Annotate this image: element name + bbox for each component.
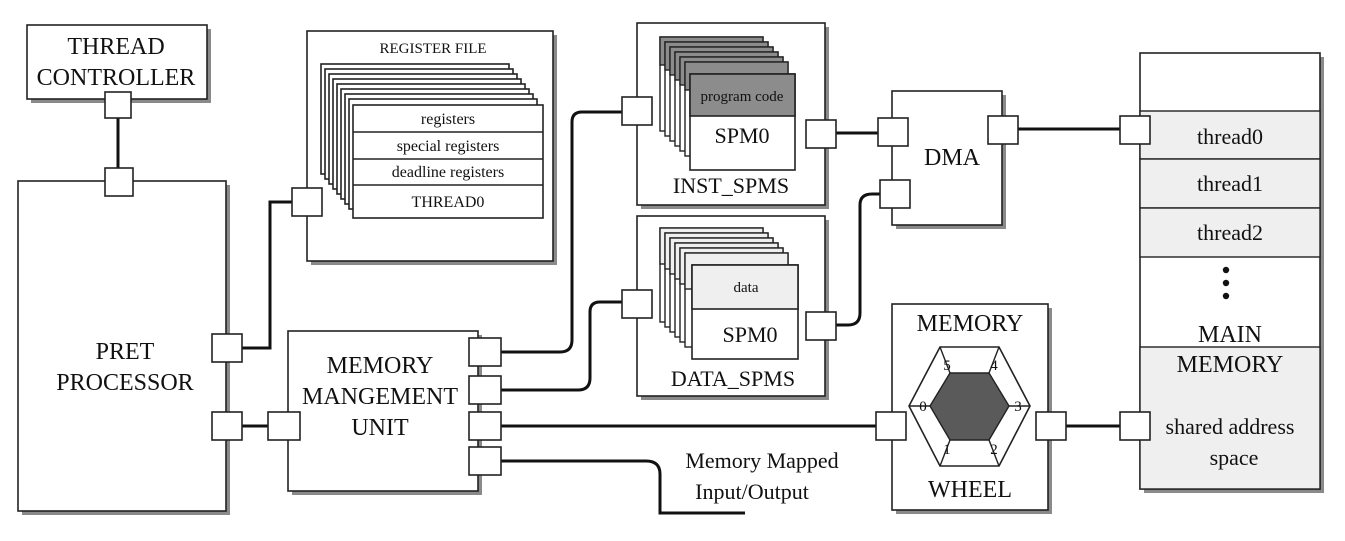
dma-port-instspms bbox=[877, 117, 909, 147]
register-table bbox=[352, 104, 544, 219]
processor-port-mmu bbox=[211, 411, 243, 441]
thread2-slot bbox=[1139, 207, 1321, 258]
mmu-label-2: MANGEMENT bbox=[302, 384, 458, 410]
wheel-slot-5: 5 bbox=[943, 358, 951, 374]
thread-controller: THREAD CONTROLLER bbox=[26, 24, 211, 119]
data-spms-port-mmu bbox=[621, 289, 653, 319]
data-spms-label: DATA_SPMS bbox=[671, 366, 795, 391]
wire-mmu-io bbox=[501, 459, 745, 515]
thread1-slot bbox=[1139, 158, 1321, 209]
wheel-port-mainmemory bbox=[1035, 411, 1067, 441]
dma-label: DMA bbox=[924, 145, 981, 171]
register-file: REGISTER FILE registers special register… bbox=[291, 30, 557, 265]
dma-port-dataspms bbox=[879, 179, 911, 209]
data-spms: data SPM0 DATA_SPMS bbox=[621, 215, 837, 400]
io-label-2: Input/Output bbox=[695, 479, 809, 504]
register-row-thread0: THREAD0 bbox=[412, 194, 485, 211]
thread-controller-label-2: CONTROLLER bbox=[37, 65, 196, 91]
processor-port-registerfile bbox=[211, 333, 243, 363]
wheel-spokes bbox=[909, 346, 1030, 467]
main-memory: thread0 thread1 thread2 MAIN MEMORY shar… bbox=[1119, 52, 1324, 493]
wire-dataspms-dma bbox=[836, 192, 880, 327]
wheel-slot-1: 1 bbox=[943, 442, 951, 458]
dma: DMA bbox=[877, 90, 1019, 229]
wheel-slot-2: 2 bbox=[990, 442, 998, 458]
connection-wires bbox=[116, 110, 1120, 515]
inst-spms: program code SPM0 INST_SPMS bbox=[621, 22, 837, 209]
mmu-port-dataspms bbox=[468, 375, 502, 405]
memory-wheel-label-1: MEMORY bbox=[917, 311, 1024, 337]
memory-management-unit: MEMORY MANGEMENT UNIT bbox=[267, 330, 502, 495]
pret-processor-label-1: PRET bbox=[96, 339, 155, 365]
wheel-port-mmu bbox=[875, 411, 907, 441]
thread1-label: thread1 bbox=[1197, 171, 1263, 196]
wheel-slot-3: 3 bbox=[1014, 399, 1022, 415]
mmu-port-wheel bbox=[468, 411, 502, 441]
wire-mmu-dataspms bbox=[501, 300, 622, 392]
processor-port-top bbox=[104, 167, 134, 197]
main-memory-label-1: MAIN bbox=[1198, 322, 1262, 348]
main-memory-port-wheel bbox=[1119, 411, 1151, 441]
register-row-deadline: deadline registers bbox=[392, 164, 504, 181]
thread-controller-port bbox=[104, 91, 132, 119]
inst-spms-label: INST_SPMS bbox=[673, 173, 789, 198]
ellipsis-dots bbox=[1222, 266, 1230, 300]
shared-space-label-1: shared address bbox=[1166, 414, 1295, 439]
mmu-label-1: MEMORY bbox=[327, 353, 434, 379]
register-file-port bbox=[291, 187, 323, 217]
data-spm-label: SPM0 bbox=[722, 322, 777, 347]
dma-port-mainmemory bbox=[987, 115, 1019, 145]
wheel-slot-0: 0 bbox=[919, 399, 927, 415]
inst-spm-label: SPM0 bbox=[714, 123, 769, 148]
memory-mapped-io: Memory Mapped Input/Output bbox=[685, 448, 838, 504]
inst-spms-port-mmu bbox=[621, 96, 653, 126]
pret-processor: PRET PROCESSOR bbox=[17, 167, 243, 515]
thread-controller-label-1: THREAD bbox=[67, 34, 164, 60]
thread2-label: thread2 bbox=[1197, 220, 1263, 245]
mmu-port-instspms bbox=[468, 337, 502, 367]
wire-mmu-instspms bbox=[501, 110, 622, 354]
shared-memory-region bbox=[1139, 346, 1321, 490]
inst-spms-port-dma bbox=[805, 119, 837, 149]
data-spms-port-dma bbox=[805, 311, 837, 341]
memory-wheel: MEMORY WHEEL 0 1 2 3 4 5 bbox=[875, 303, 1067, 514]
data-spm-content: data bbox=[734, 280, 759, 296]
io-label-1: Memory Mapped bbox=[685, 448, 838, 473]
shared-space-label-2: space bbox=[1210, 445, 1259, 470]
register-row-special: special registers bbox=[397, 138, 500, 155]
wire-processor-registerfile bbox=[242, 200, 292, 350]
register-file-title: REGISTER FILE bbox=[379, 41, 486, 57]
thread0-label: thread0 bbox=[1197, 124, 1263, 149]
mmu-port-io bbox=[468, 446, 502, 476]
inst-spm-content: program code bbox=[701, 89, 784, 105]
mmu-port-processor bbox=[267, 411, 301, 441]
memory-wheel-label-2: WHEEL bbox=[928, 477, 1012, 503]
wheel-slot-4: 4 bbox=[990, 358, 998, 374]
pret-processor-label-2: PROCESSOR bbox=[56, 370, 193, 396]
main-memory-port-dma bbox=[1119, 115, 1151, 145]
mmu-label-3: UNIT bbox=[351, 415, 409, 441]
register-row-registers: registers bbox=[421, 111, 475, 128]
main-memory-label-2: MEMORY bbox=[1177, 352, 1284, 378]
